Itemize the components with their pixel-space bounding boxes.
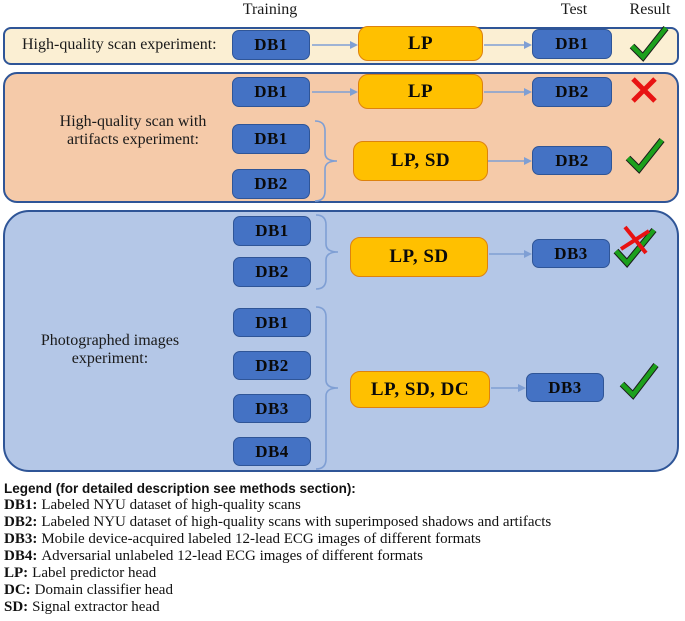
legend-description: Label predictor head xyxy=(32,565,157,581)
legend-description: Domain classifier head xyxy=(34,582,173,598)
cross-icon xyxy=(631,77,657,103)
legend-description: Labeled NYU dataset of high-quality scan… xyxy=(41,514,552,530)
experiment-1-label: High-quality scan experiment: xyxy=(22,36,217,53)
arrow-right-icon xyxy=(484,41,532,49)
arrow-right-icon xyxy=(312,88,358,96)
legend-item: DB1:Labeled NYU dataset of high-quality … xyxy=(4,497,301,514)
model-box: LP, SD xyxy=(350,237,488,277)
training-dataset-box: DB1 xyxy=(233,308,311,337)
legend-term: DC: xyxy=(4,582,31,598)
training-dataset-box: DB2 xyxy=(232,169,310,199)
legend-description: Labeled NYU dataset of high-quality scan… xyxy=(41,497,301,513)
legend-item: SD:Signal extractor head xyxy=(4,599,160,616)
brace-icon xyxy=(315,214,339,290)
legend-term: DB3: xyxy=(4,531,38,547)
legend-term: DB1: xyxy=(4,497,38,513)
test-dataset-box: DB3 xyxy=(526,373,604,402)
legend-item: DC:Domain classifier head xyxy=(4,582,173,599)
model-box: LP, SD xyxy=(353,141,488,181)
training-dataset-box: DB1 xyxy=(232,124,310,154)
arrow-right-icon xyxy=(488,157,532,165)
legend-item: LP:Label predictor head xyxy=(4,565,156,582)
result-column-header: Result xyxy=(629,1,671,18)
test-column-header: Test xyxy=(560,1,588,18)
model-box: LP, SD, DC xyxy=(350,371,490,408)
legend-item: DB3:Mobile device-acquired labeled 12-le… xyxy=(4,531,481,548)
test-dataset-box: DB3 xyxy=(532,239,610,268)
legend-term: DB4: xyxy=(4,548,38,564)
arrow-right-icon xyxy=(489,250,532,258)
legend-heading: Legend (for detailed description see met… xyxy=(4,481,356,496)
test-dataset-box: DB2 xyxy=(532,77,612,107)
legend-description: Mobile device-acquired labeled 12-lead E… xyxy=(41,531,481,547)
training-dataset-box: DB4 xyxy=(233,437,311,466)
test-dataset-box: DB1 xyxy=(532,29,612,59)
brace-icon xyxy=(315,306,339,470)
training-dataset-box: DB1 xyxy=(233,216,311,246)
arrow-right-icon xyxy=(312,41,358,49)
legend-item: DB2:Labeled NYU dataset of high-quality … xyxy=(4,514,551,531)
legend-description: Adversarial unlabeled 12-lead ECG images… xyxy=(41,548,424,564)
training-dataset-box: DB3 xyxy=(233,394,311,423)
training-dataset-box: DB2 xyxy=(233,351,311,380)
training-column-header: Training xyxy=(242,1,298,18)
legend-item: DB4:Adversarial unlabeled 12-lead ECG im… xyxy=(4,548,423,565)
check-icon xyxy=(625,137,665,174)
training-dataset-box: DB2 xyxy=(233,257,311,287)
test-dataset-box: DB2 xyxy=(532,146,612,175)
model-box: LP xyxy=(358,74,483,109)
arrow-right-icon xyxy=(491,384,526,392)
training-dataset-box: DB1 xyxy=(232,30,310,60)
arrow-right-icon xyxy=(484,88,532,96)
brace-icon xyxy=(314,120,338,202)
legend-description: Signal extractor head xyxy=(32,599,160,615)
legend-term: LP: xyxy=(4,565,29,581)
experiment-3-label: Photographed images experiment: xyxy=(40,332,180,367)
experiment-2-label: High-quality scan with artifacts experim… xyxy=(59,113,207,148)
model-box: LP xyxy=(358,26,483,61)
check-icon xyxy=(619,363,659,400)
training-dataset-box: DB1 xyxy=(232,77,310,107)
legend-term: DB2: xyxy=(4,514,38,530)
check-cross-icon xyxy=(613,225,657,268)
check-icon xyxy=(629,25,669,62)
legend-term: SD: xyxy=(4,599,29,615)
